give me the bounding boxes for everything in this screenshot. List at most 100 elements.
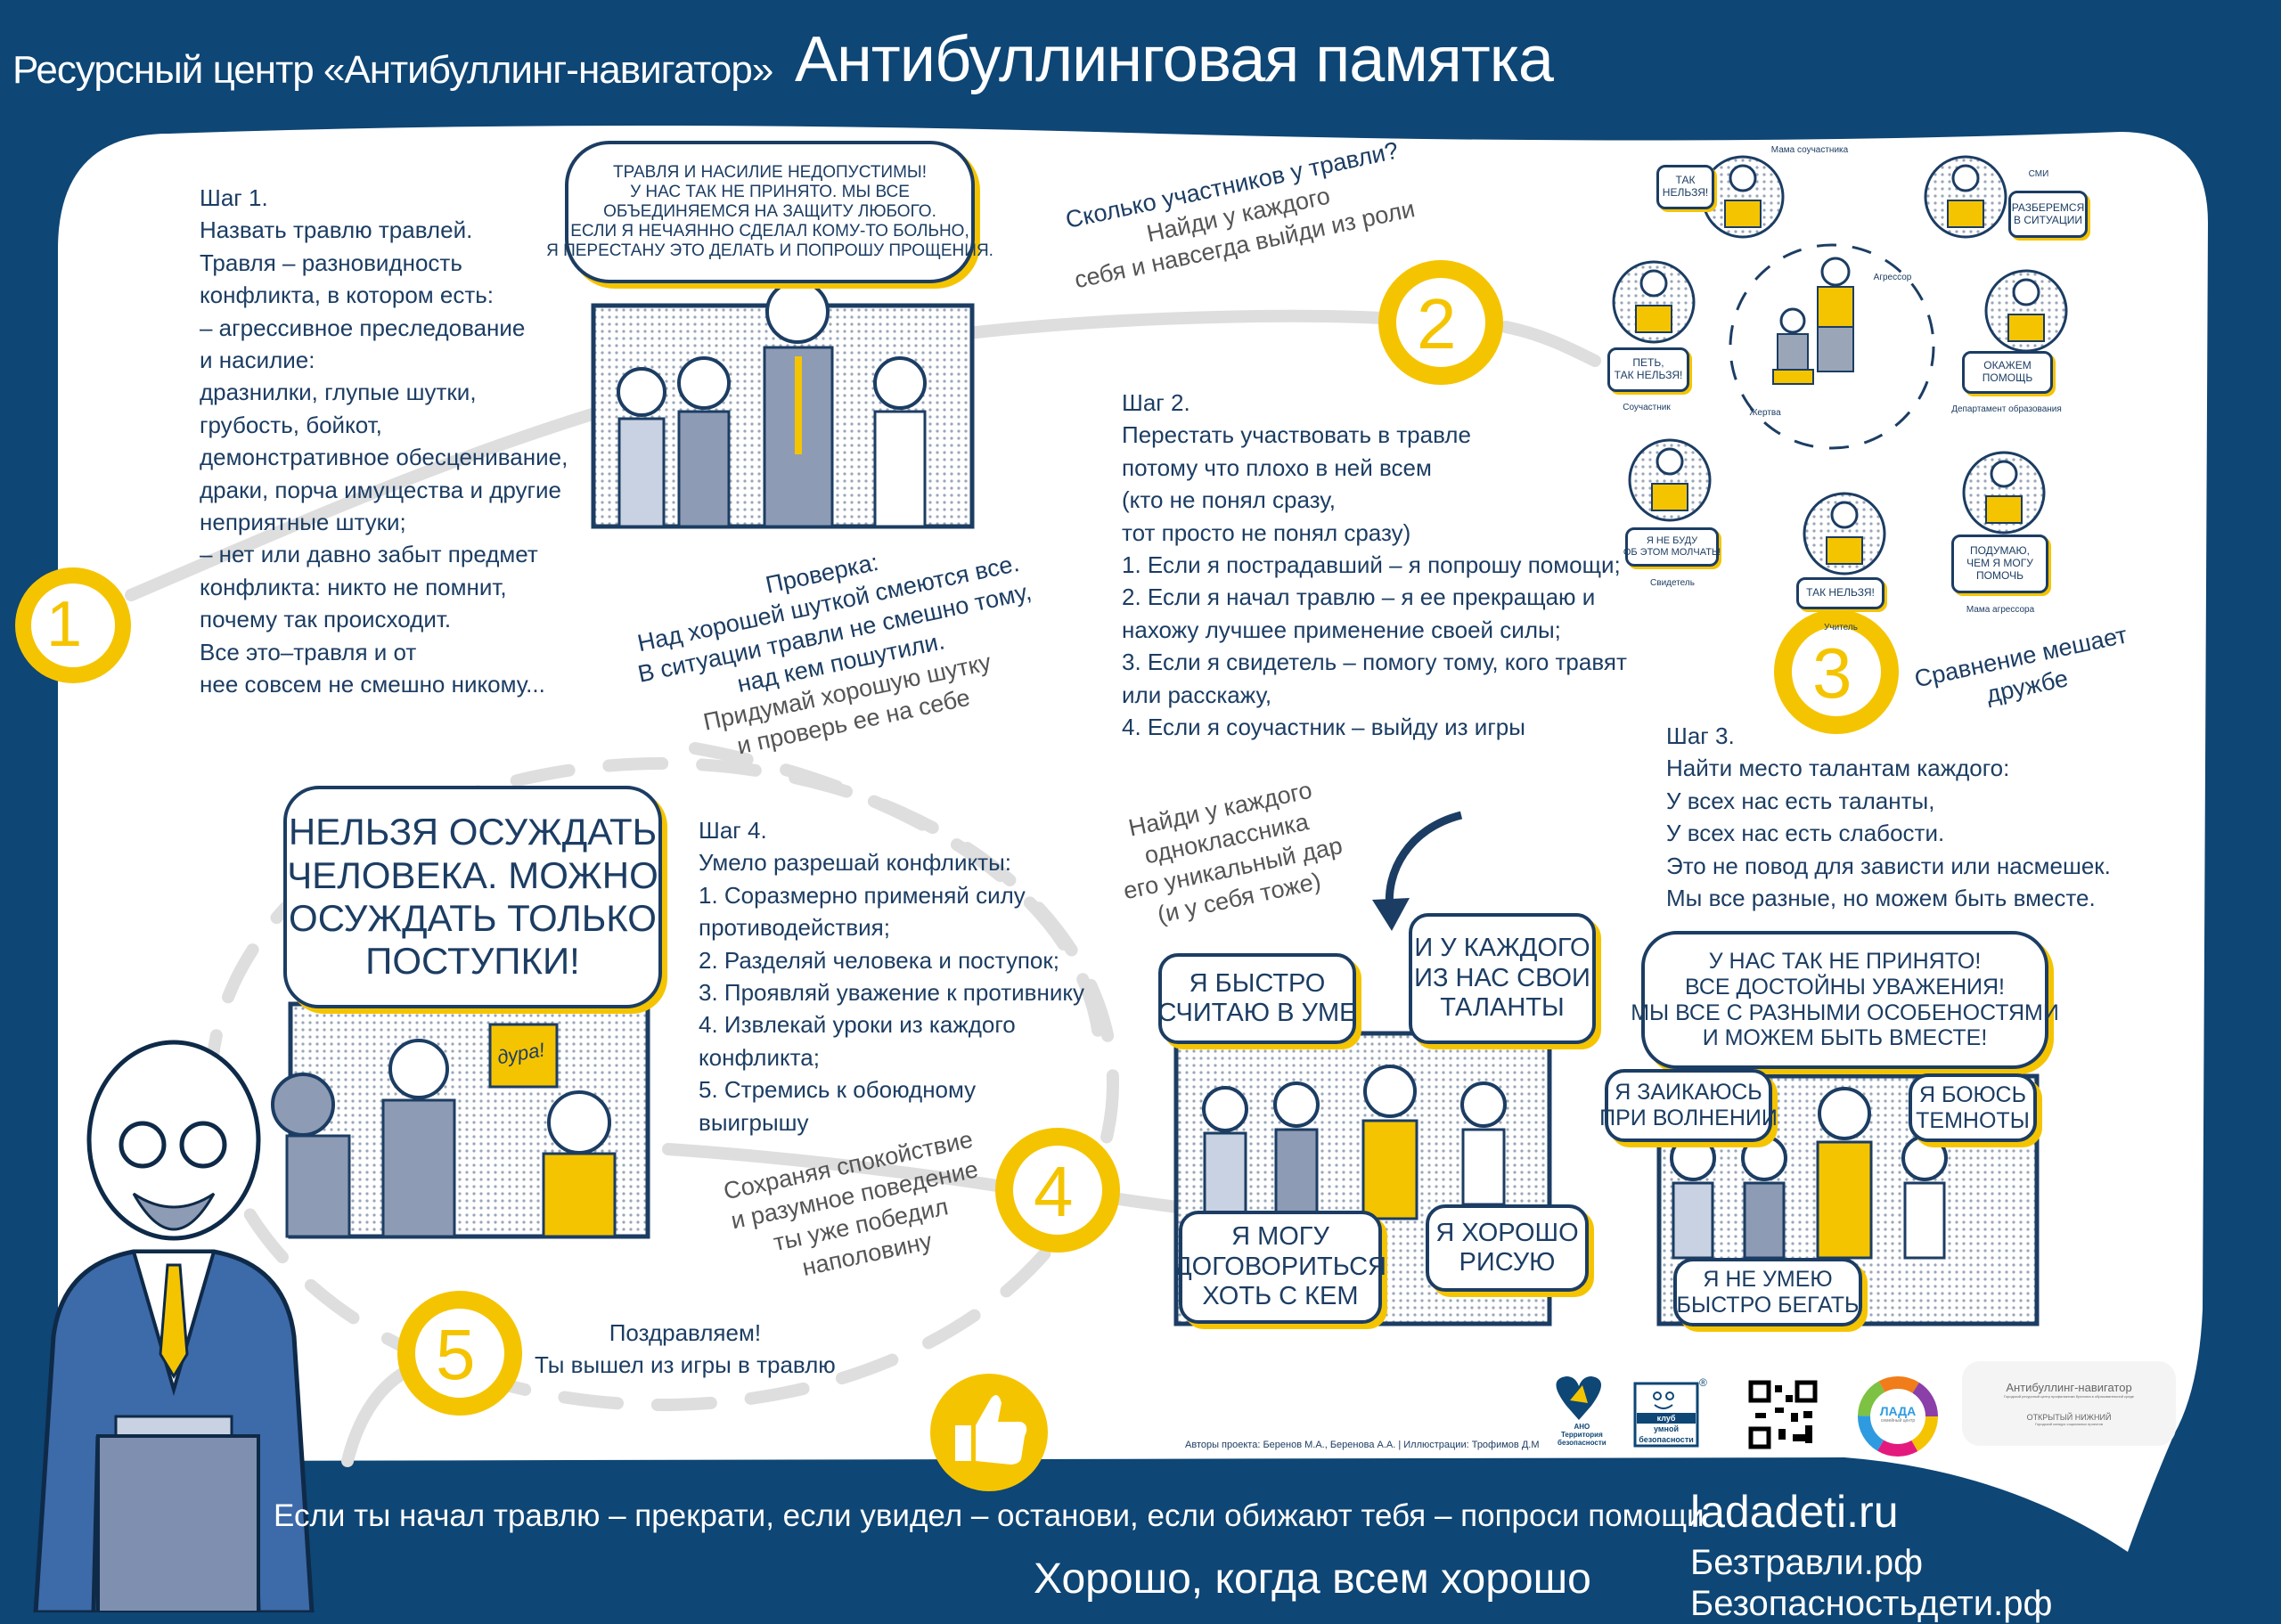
footer-message: Если ты начал травлю – прекрати, если ув… — [274, 1498, 1705, 1533]
text-line: конфликта: никто не помнит, — [200, 573, 507, 600]
speech-bubble-respect: У нас так не принято!Все достойны уважен… — [1631, 931, 2059, 1069]
text-line: Шаг 4. — [699, 817, 767, 844]
text-line: безопасности — [1557, 1439, 1607, 1447]
link-bezopasnostdeti[interactable]: Безопасностьдети.рф — [1690, 1584, 2053, 1623]
text-line: осуждать только — [289, 897, 657, 939]
speech-bubble-dark: Я боюсьтемноты — [1909, 1073, 2037, 1142]
text-line: У нас так не принято! — [1708, 949, 1982, 974]
text-line: тот просто не понял сразу) — [1122, 518, 1411, 546]
step-number-4: 4 — [1034, 1152, 1074, 1231]
text-line: Окажем — [1983, 359, 2032, 372]
logo-club-line: безопасности — [1639, 1435, 1694, 1444]
text-line: нахожу лучшее применение своей силы; — [1122, 616, 1561, 643]
step-circle-5 — [397, 1291, 522, 1416]
text-line: выигрышу — [699, 1108, 809, 1136]
text-line: Так — [1675, 174, 1696, 187]
logo-ano-heart — [1556, 1376, 1601, 1420]
text-line: – агрессивное преследование — [200, 314, 526, 341]
logo-contest-sub: Городской конкурс социальных проектов — [2035, 1422, 2103, 1426]
thumbs-up-icon — [930, 1374, 1048, 1491]
text-line: – нет или давно забыт предмет — [200, 541, 538, 568]
text-line: почему так происходит. — [200, 606, 452, 633]
link-ladadeti[interactable]: ladadeti.ru — [1690, 1487, 1899, 1537]
text-line: драки, порча имущества и другие — [200, 476, 562, 503]
role-speech-0: Такнельзя! — [1656, 165, 1714, 209]
text-line: хоть с кем — [1202, 1282, 1359, 1311]
text-line: помощь — [1982, 371, 2033, 384]
step-number-3: 3 — [1812, 633, 1852, 713]
step-circle-2 — [1378, 260, 1503, 385]
role-label-2: Соучастник — [1623, 403, 1671, 412]
comic-panel-left — [271, 1001, 650, 1239]
text-line: Все это–травля и от — [200, 638, 417, 665]
role-speech-1: Разберемсяв ситуации — [2008, 191, 2088, 238]
text-line: 4. Извлекай уроки из каждого — [699, 1011, 1016, 1039]
logo-lada-sub: семейный центр — [1880, 1418, 1916, 1424]
text-line: Подумаю, — [1969, 544, 2031, 558]
speech-bubble-left: Нельзя осуждатьчеловека. Можноосуждать т… — [283, 786, 662, 1008]
credits: Авторы проекта: Беренов М.А., Беренова А… — [1185, 1440, 1540, 1450]
text-line: Травля – разновидность — [200, 249, 462, 276]
logo-lada-name: ЛАДА — [1879, 1404, 1917, 1418]
step4-text: Шаг 4.Умело разрешай конфликты:1. Соразм… — [699, 814, 1084, 1138]
text-line: потому что плохо в ней всем — [1122, 453, 1432, 481]
step-circle-1 — [15, 567, 131, 683]
text-line: И у каждого — [1414, 934, 1590, 963]
resource-center-name: Ресурсный центр «Антибуллинг-навигатор» — [12, 48, 773, 92]
text-line: Умело разрешай конфликты: — [699, 849, 1011, 877]
text-line: Я боюсь — [1918, 1081, 2026, 1107]
link-beztravli[interactable]: Безтравли.рф — [1690, 1543, 1924, 1582]
text-line: и можем быть вместе! — [1702, 1025, 1988, 1051]
teacher-figure — [33, 1040, 315, 1612]
logo-contest-name: ОТКРЫТЫЙ НИЖНИЙ — [2026, 1413, 2112, 1422]
text-line: Перестать участвовать в травле — [1122, 421, 1471, 449]
role-label-5: Учитель — [1824, 623, 1858, 632]
role-speech-5: Так нельзя! — [1796, 577, 1884, 609]
registered-mark: ® — [1699, 1376, 1707, 1389]
logo-navigator-box — [1962, 1361, 2176, 1446]
text-line: или расскажу, — [1122, 681, 1272, 708]
role-label-6: Мама агрессора — [1966, 605, 2035, 615]
text-line: Я заикаюсь — [1615, 1080, 1762, 1106]
speech-bubble-run: Я не умеюбыстро бегать — [1673, 1258, 1862, 1326]
step-number-1: 1 — [46, 589, 83, 660]
logo-navigator-sub: Городской ресурсный центр профилактики б… — [2003, 1394, 2135, 1399]
step-number-5: 5 — [436, 1315, 476, 1394]
speech-bubble-stutter: Я заикаюсьпри волнении — [1599, 1069, 1778, 1142]
text-line: Петь, — [1632, 356, 1664, 370]
step-circle-4 — [995, 1128, 1120, 1253]
logo-navigator-name: Антибуллинг-навигатор — [2006, 1381, 2132, 1394]
text-line: У всех нас есть слабости. — [1666, 820, 1945, 847]
text-line: Найти место талантам каждого: — [1666, 755, 2010, 782]
text-line: об этом молчать! — [1623, 547, 1721, 558]
text-line: Я быстро — [1189, 968, 1326, 998]
text-line: договориться — [1174, 1252, 1386, 1281]
text-line: поступки! — [365, 940, 580, 983]
logo-club-line: умной — [1653, 1424, 1679, 1433]
text-line: Поздравляем! — [609, 1319, 762, 1346]
text-line: 2. Если я начал травлю – я ее прекращаю … — [1122, 583, 1596, 611]
text-line: я перестану это делать и попрошу прощени… — [546, 241, 993, 260]
text-line: темноты — [1916, 1107, 2030, 1133]
text-line: Все достойны уважения! — [1685, 974, 2005, 1000]
step1-text: Шаг 1.Назвать травлю травлей.Травля – ра… — [200, 182, 568, 701]
text-line: при волнении — [1599, 1106, 1778, 1130]
text-line: Мы все с разными особеностями — [1631, 1000, 2059, 1025]
text-line: 3. Проявляй уважение к противнику — [699, 979, 1085, 1007]
role-label-3: Департамент образования — [1951, 404, 2062, 414]
text-line: Травля и насилие недопустимы! — [612, 163, 928, 183]
curved-arrow-icon — [1385, 811, 1463, 910]
step-number-2: 2 — [1417, 284, 1457, 363]
text-line: Нельзя осуждать — [288, 811, 658, 853]
text-line: быстро бегать — [1676, 1292, 1860, 1318]
role-aggressor-label: Агрессор — [1873, 273, 1912, 282]
text-line: Шаг 2. — [1122, 389, 1190, 416]
step-circle-3 — [1774, 609, 1899, 734]
text-line: объединяемся на защиту любого. — [603, 202, 936, 222]
text-line: Ты вышел из игры в травлю — [535, 1351, 836, 1379]
text-line: неприятные штуки; — [200, 509, 406, 536]
text-line: дразнилки, глупые шутки, — [200, 379, 477, 406]
text-line: Это не повод для зависти или насмешек. — [1666, 852, 2111, 879]
